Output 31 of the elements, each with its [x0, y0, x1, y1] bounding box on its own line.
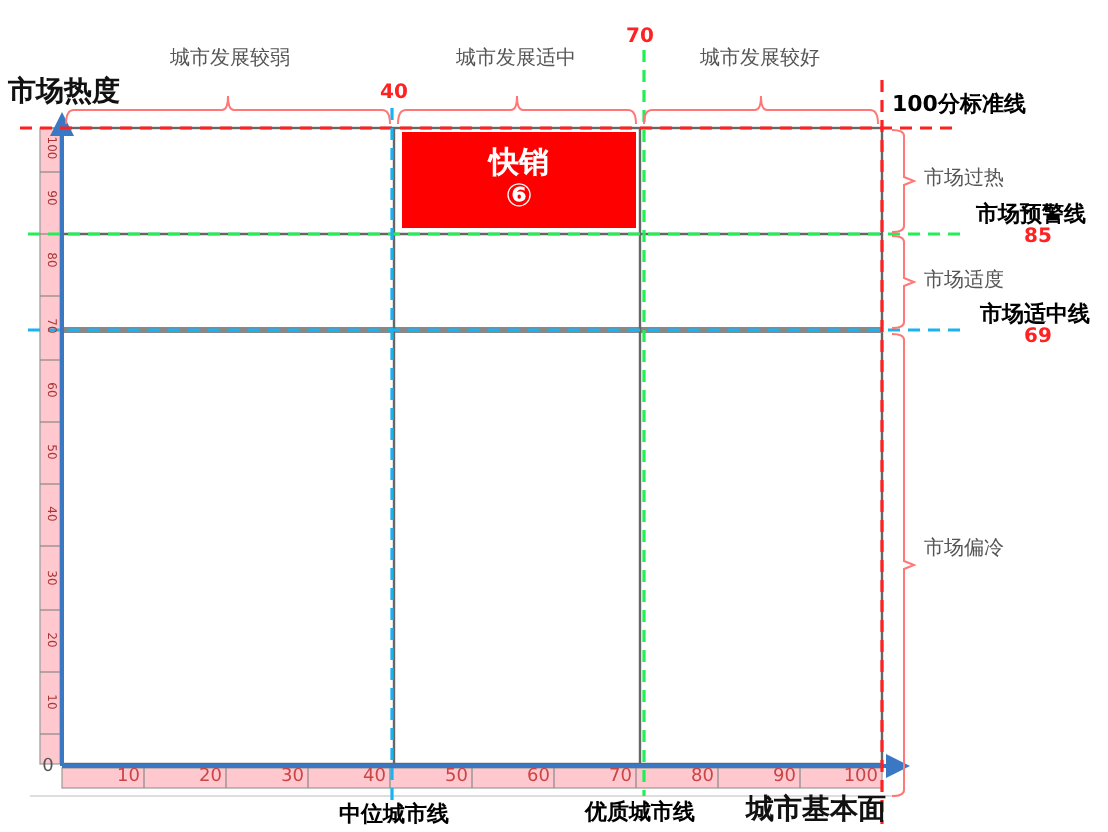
- tick-label: 70: [609, 769, 632, 787]
- line-label: 100分标准线: [892, 93, 1026, 115]
- tick-label: 30: [281, 769, 304, 787]
- range-label: 城市发展较好: [700, 50, 820, 70]
- tick-label: 50: [445, 769, 468, 787]
- highlight-box: [402, 132, 636, 228]
- tick-label: 90: [773, 769, 796, 787]
- tick-label: 80: [691, 769, 714, 787]
- value-label: 69: [1024, 328, 1052, 348]
- tick-label: 10: [117, 769, 140, 787]
- tick-label: 60: [527, 769, 550, 787]
- tick-label: 100: [843, 769, 878, 787]
- tick-label: 40: [363, 769, 386, 787]
- box-title: 快销: [489, 145, 549, 179]
- line-label: 市场适中线: [980, 303, 1090, 325]
- value-label: 70: [626, 28, 654, 48]
- range-label: 市场偏冷: [924, 540, 1004, 560]
- line-label: 市场预警线: [976, 203, 1086, 225]
- range-label: 市场适度: [924, 272, 1004, 292]
- axis-title: 市场热度: [8, 78, 120, 106]
- axis-title: 城市基本面: [746, 796, 886, 824]
- line-label: 优质城市线: [585, 801, 695, 823]
- tick-label: 20: [199, 769, 222, 787]
- range-label: 市场过热: [924, 170, 1004, 190]
- value-label: 85: [1024, 228, 1052, 248]
- tick-label: 0: [42, 759, 54, 777]
- range-label: 城市发展适中: [456, 50, 576, 70]
- range-label: 城市发展较弱: [170, 50, 290, 70]
- circled-number: ⑥: [505, 178, 533, 215]
- value-label: 40: [380, 84, 408, 104]
- line-label: 中位城市线: [339, 803, 449, 825]
